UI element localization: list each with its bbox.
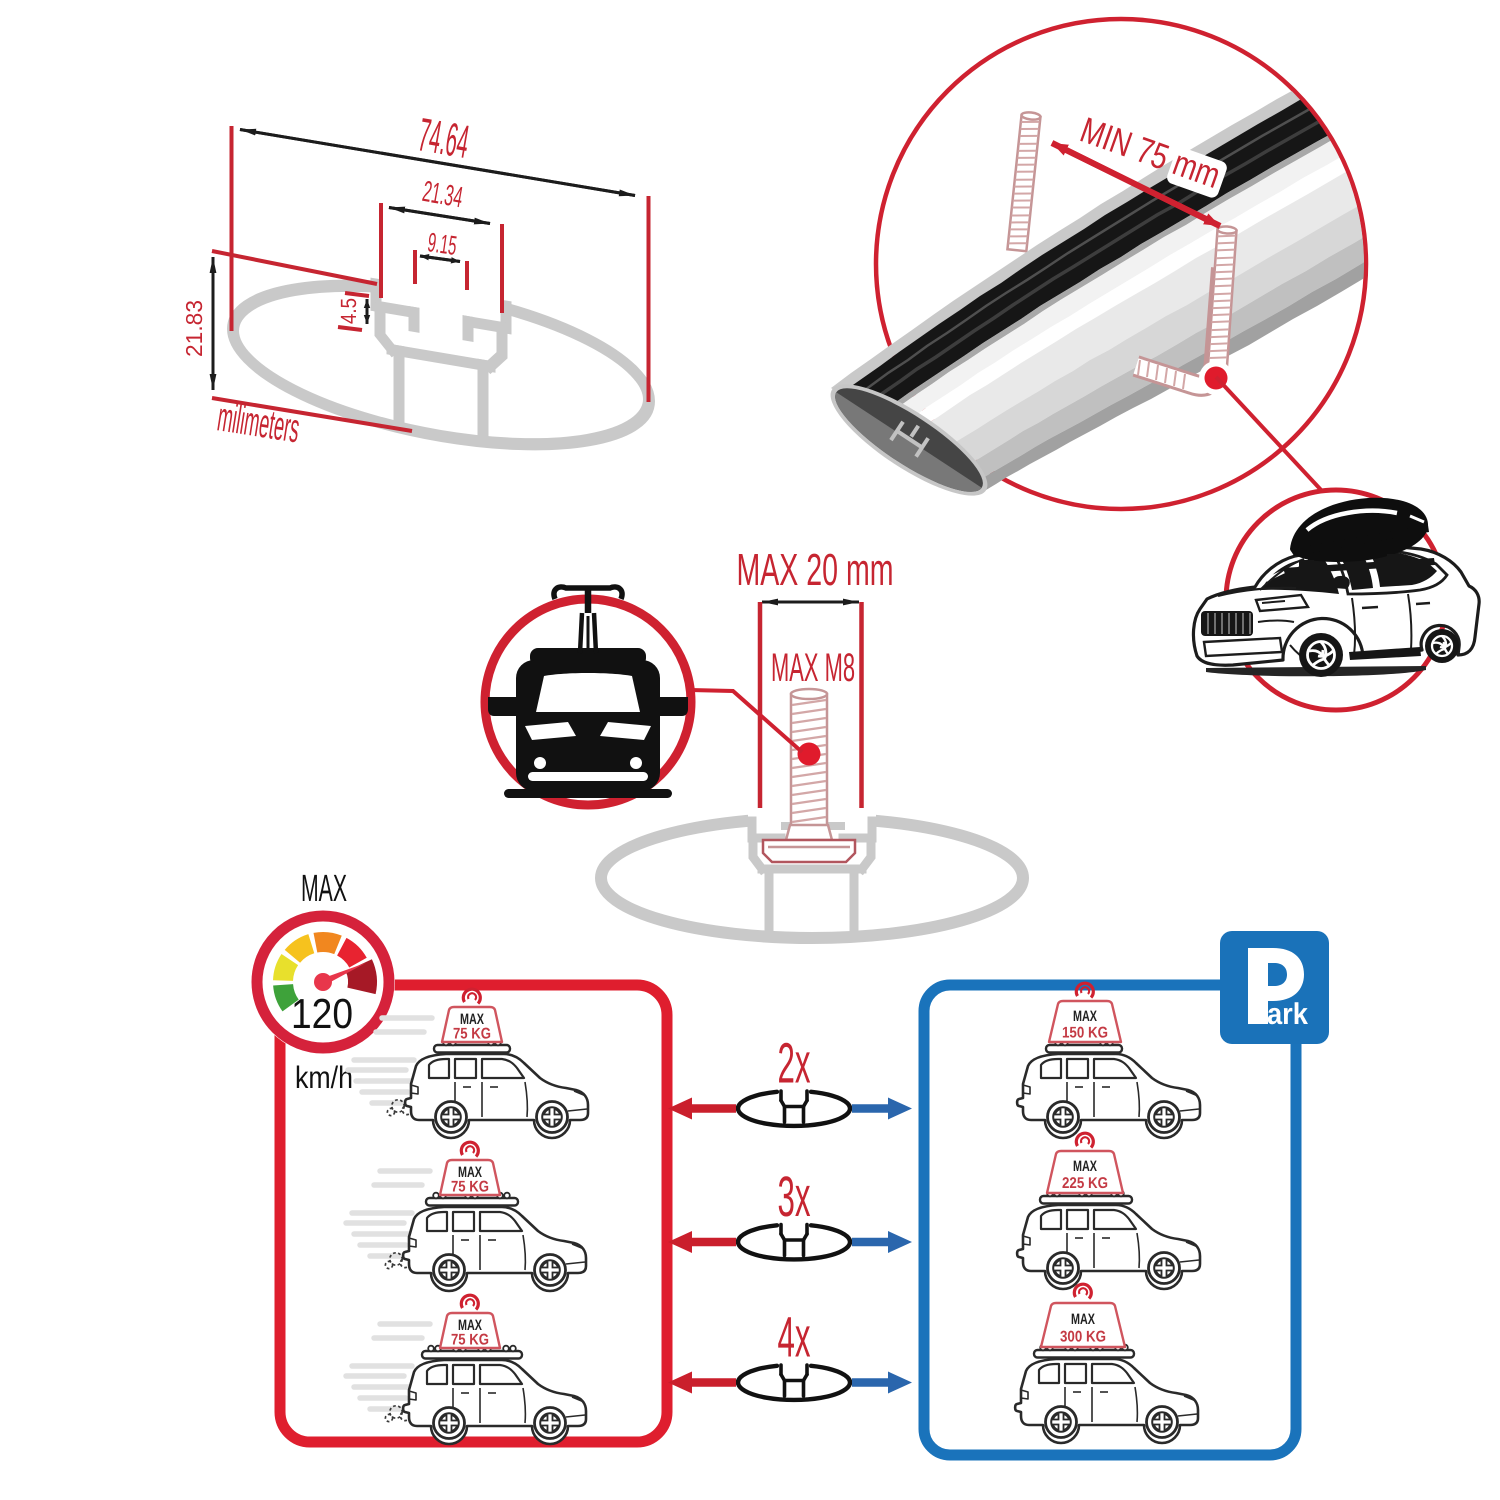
svg-text:9.15: 9.15 [426,227,459,261]
svg-text:4.5: 4.5 [336,298,361,324]
svg-text:21.83: 21.83 [181,300,207,357]
svg-text:milimeters: milimeters [215,393,303,451]
svg-text:MAX: MAX [301,868,347,910]
svg-text:4x: 4x [778,1306,811,1370]
svg-text:km/h: km/h [295,1060,353,1095]
svg-text:2x: 2x [778,1032,811,1096]
svg-text:MAX 20 mm: MAX 20 mm [737,544,894,595]
svg-text:3x: 3x [778,1165,811,1229]
svg-text:21.34: 21.34 [420,175,465,214]
svg-text:74.64: 74.64 [415,107,473,168]
svg-text:ark: ark [1267,998,1308,1031]
svg-text:120: 120 [291,990,353,1037]
svg-text:MAX M8: MAX M8 [771,646,855,690]
